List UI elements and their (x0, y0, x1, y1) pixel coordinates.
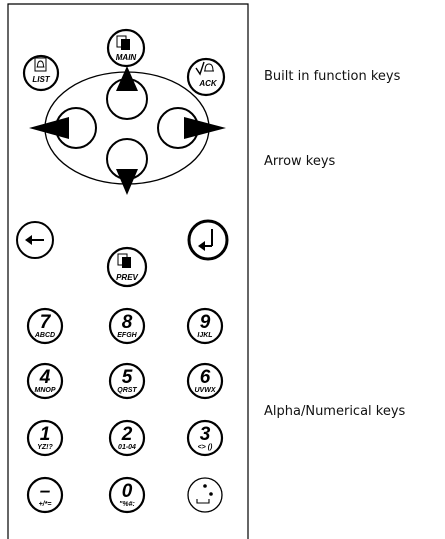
key-5-letters: QRST (117, 387, 137, 394)
list-key-label: LIST (32, 75, 50, 84)
key-9-digit: 9 (200, 312, 211, 333)
right-arrow-key[interactable] (157, 107, 226, 149)
key-8-letters: EFGH (117, 332, 137, 339)
key-7-digit: 7 (40, 312, 52, 333)
key-3[interactable]: 3 <> () (186, 419, 224, 457)
key-0[interactable]: 0 "%#: (108, 476, 146, 514)
list-key[interactable]: LIST (22, 54, 60, 92)
key-minus[interactable]: – +/*= (26, 476, 64, 514)
panel-outline (7, 3, 249, 539)
left-arrow-key[interactable] (29, 107, 97, 149)
arrow-keys-callout: Arrow keys (264, 154, 336, 169)
key-6-digit: 6 (200, 367, 211, 388)
key-7[interactable]: 7 ABCD (26, 307, 64, 345)
keypad-panel: LIST MAIN ACK (7, 3, 249, 539)
stacked-pages-icon (117, 253, 131, 268)
left-arrow-icon (29, 117, 69, 139)
key-1-letters: YZ!? (37, 444, 53, 451)
up-arrow-key[interactable] (106, 66, 148, 120)
key-minus-symbol: – (40, 481, 51, 502)
key-1-digit: 1 (40, 424, 51, 445)
key-2-letters: 01-04 (118, 444, 136, 451)
bell-document-icon (34, 57, 47, 72)
key-8[interactable]: 8 EFGH (108, 307, 146, 345)
key-0-letters: "%#: (119, 501, 135, 508)
left-arrow-icon (25, 235, 44, 245)
key-5-digit: 5 (122, 367, 133, 388)
key-1[interactable]: 1 YZ!? (26, 419, 64, 457)
key-3-digit: 3 (200, 424, 211, 445)
stacked-pages-icon (116, 35, 130, 50)
down-arrow-icon (116, 169, 138, 195)
key-4[interactable]: 4 MNOP (26, 362, 64, 400)
key-4-digit: 4 (39, 367, 51, 388)
key-9-letters: IJKL (197, 332, 212, 339)
key-minus-letters: +/*= (39, 501, 52, 508)
check-bell-icon (195, 61, 214, 76)
back-key[interactable] (16, 221, 54, 259)
key-2-digit: 2 (121, 424, 133, 445)
right-arrow-icon (184, 117, 226, 139)
key-0-digit: 0 (122, 481, 133, 502)
key-2[interactable]: 2 01-04 (108, 419, 146, 457)
alpha-numerical-keys-callout: Alpha/Numerical keys (264, 404, 406, 419)
key-dot-space[interactable] (187, 477, 223, 513)
main-key-label: MAIN (116, 53, 137, 62)
key-7-letters: ABCD (34, 332, 55, 339)
down-arrow-key[interactable] (106, 138, 148, 195)
prev-key-label: PREV (116, 273, 138, 282)
key-3-letters: <> () (198, 444, 213, 451)
ack-key[interactable]: ACK (186, 57, 226, 97)
dot-space-icon (196, 484, 213, 504)
key-5[interactable]: 5 QRST (108, 362, 146, 400)
key-9[interactable]: 9 IJKL (186, 307, 224, 345)
enter-return-icon (198, 229, 213, 251)
key-8-digit: 8 (122, 312, 133, 333)
enter-key[interactable] (187, 219, 229, 261)
key-4-letters: MNOP (35, 387, 56, 394)
key-6[interactable]: 6 UVWX (186, 362, 224, 400)
ack-key-label: ACK (198, 79, 218, 88)
up-arrow-icon (116, 66, 138, 91)
function-keys-callout: Built in function keys (264, 69, 401, 84)
key-6-letters: UVWX (195, 387, 217, 394)
main-key[interactable]: MAIN (106, 28, 146, 68)
prev-key[interactable]: PREV (106, 246, 148, 288)
